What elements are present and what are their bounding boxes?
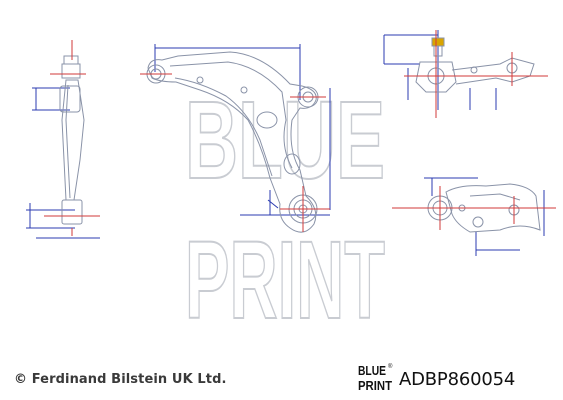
watermark-line1: BLUE (185, 79, 385, 202)
logo-registered-mark: ® (388, 363, 393, 370)
logo-line2: PRINT (358, 378, 392, 393)
copyright-notice: © Ferdinand Bilstein UK Ltd. (14, 372, 227, 387)
brand-watermark: BLUE PRINT (184, 78, 386, 328)
blue-print-logo: BLUE ® PRINT (358, 363, 393, 393)
part-number: ADBP860054 (399, 369, 516, 390)
plan-view (140, 44, 331, 233)
ball-joint-view (383, 30, 548, 118)
logo-line1: BLUE (358, 363, 386, 378)
side-view (26, 40, 100, 239)
watermark-line2: PRINT (185, 219, 385, 328)
bushing-end-view (392, 177, 556, 256)
